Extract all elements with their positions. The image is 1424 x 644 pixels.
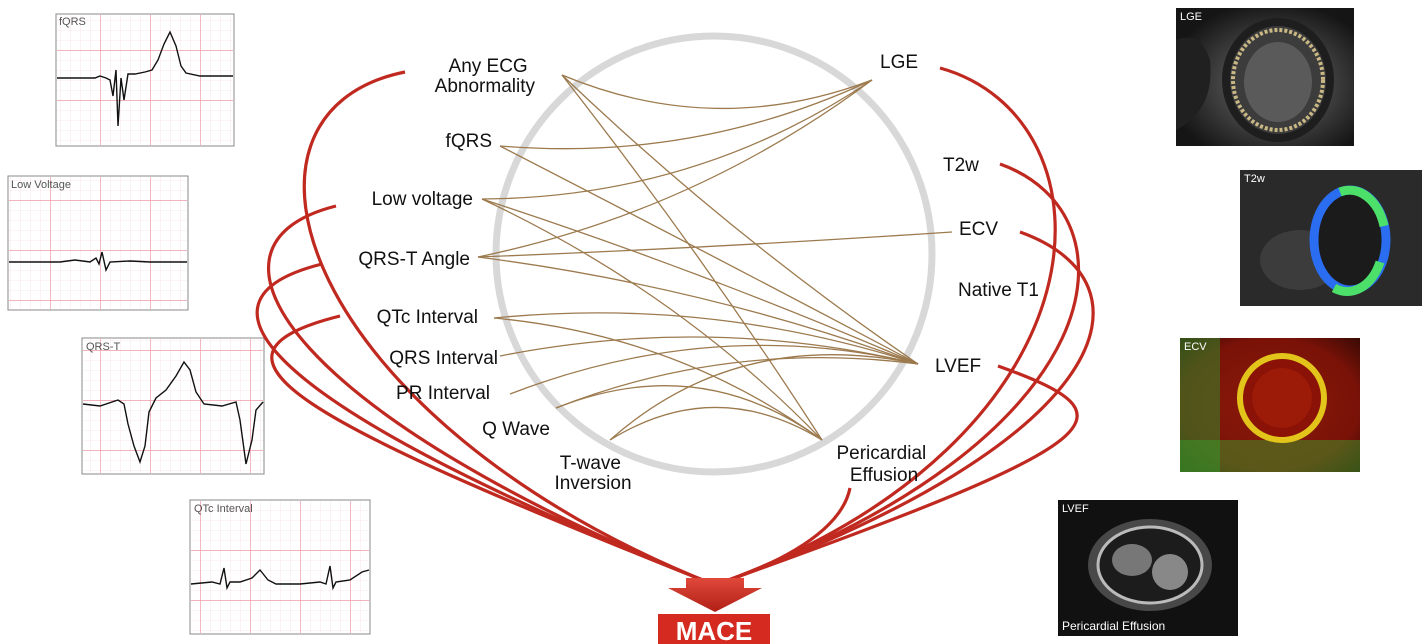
- association-line: [499, 79, 873, 150]
- ecg-feature-qrs-interval: QRS Interval: [389, 348, 498, 369]
- ecg-feature-qtc-interval: QTc Interval: [377, 307, 478, 328]
- mace-arrow-t2w: [714, 162, 1081, 587]
- association-line: [481, 198, 823, 441]
- cmr-feature-lge: LGE: [880, 52, 918, 73]
- mace-box: [658, 614, 770, 644]
- ecg-feature-pr-interval: PR Interval: [396, 383, 490, 404]
- association-line: [477, 231, 953, 258]
- association-line: [609, 406, 823, 441]
- ecg-feature-any-ecg: Any ECG Abnormality: [435, 56, 536, 97]
- mri-panel-label: LVEF: [1062, 503, 1089, 515]
- association-line: [561, 74, 823, 441]
- association-line: [509, 344, 919, 395]
- mri-panel-ecv: ECV: [1180, 338, 1360, 472]
- association-lines: [477, 74, 953, 441]
- ecg-panel-qtc: QTc Interval: [189, 499, 371, 635]
- mace-arrow-qtc-interval: [270, 314, 716, 587]
- association-line: [555, 357, 919, 409]
- mace-arrow-ecv: [714, 230, 1095, 587]
- ecg-feature-q-wave: Q Wave: [482, 419, 550, 440]
- mace-arrow-any-ecg: [302, 70, 716, 587]
- mace-label: MACE: [676, 616, 753, 644]
- association-line: [493, 317, 823, 441]
- association-line: [477, 79, 873, 258]
- mace-arrow-low-voltage: [266, 204, 716, 587]
- mri-panel-lvef: LVEF Pericardial Effusion: [1058, 500, 1238, 636]
- association-line: [481, 198, 919, 365]
- ecg-panel-label: QRS-T: [86, 341, 121, 353]
- cmr-feature-lvef: LVEF: [935, 356, 981, 377]
- ecg-panel-label: fQRS: [59, 16, 86, 28]
- cmr-feature-t2w: T2w: [943, 155, 979, 176]
- mace-arrow-head: [668, 578, 762, 612]
- association-line: [609, 354, 919, 441]
- association-line: [477, 256, 919, 365]
- ecg-feature-fqrs: fQRS: [446, 131, 492, 152]
- ecg-feature-labels: Any ECG Abnormality fQRS Low voltage QRS…: [358, 56, 631, 494]
- mri-panel-lge: LGE: [1176, 8, 1354, 146]
- ecg-trace-low-voltage: [9, 251, 187, 273]
- mace-outcome: MACE: [658, 578, 770, 644]
- association-line: [493, 312, 919, 365]
- ecg-panel-fqrs: fQRS: [55, 13, 235, 147]
- mace-arrows: [255, 66, 1095, 587]
- ecg-panel-low-voltage: Low Voltage: [7, 175, 189, 311]
- ecg-panel-qrs-t: QRS-T: [81, 337, 265, 475]
- ecg-trace-qtc: [190, 565, 370, 591]
- ecg-trace-fqrs: [57, 30, 233, 127]
- mri-panel-label: ECV: [1184, 341, 1207, 353]
- cmr-feature-ecv: ECV: [959, 219, 998, 240]
- association-line: [481, 79, 873, 200]
- mace-arrow-qrs-t-angle: [255, 262, 716, 587]
- association-circle: [492, 32, 936, 476]
- ecg-feature-qrs-t-angle: QRS-T Angle: [358, 249, 470, 270]
- cmr-feature-pericardial-effusion: Pericardial Effusion: [836, 443, 931, 486]
- association-line: [555, 385, 823, 441]
- ecg-trace-qrs-t: [82, 360, 264, 465]
- mace-arrow-lvef: [714, 364, 1079, 587]
- ecg-panel-label: Low Voltage: [11, 179, 71, 191]
- ecg-feature-t-wave-inversion: T-wave Inversion: [554, 453, 631, 494]
- mri-panel-t2w: T2w: [1240, 170, 1422, 306]
- association-line: [499, 145, 919, 365]
- ecg-feature-low-voltage: Low voltage: [372, 189, 473, 210]
- association-line: [561, 74, 919, 365]
- cmr-feature-labels: LGE T2w ECV Native T1 LVEF Pericardial E…: [836, 52, 1038, 486]
- association-line: [499, 336, 919, 365]
- mri-panel-label: T2w: [1244, 173, 1265, 185]
- association-line: [561, 74, 873, 110]
- mri-panel-label: LGE: [1180, 11, 1202, 23]
- mri-panel-sublabel: Pericardial Effusion: [1062, 619, 1165, 633]
- cmr-feature-native-t1: Native T1: [958, 280, 1039, 301]
- ecg-panel-label: QTc Interval: [194, 503, 253, 515]
- mace-arrow-lge: [714, 66, 1057, 587]
